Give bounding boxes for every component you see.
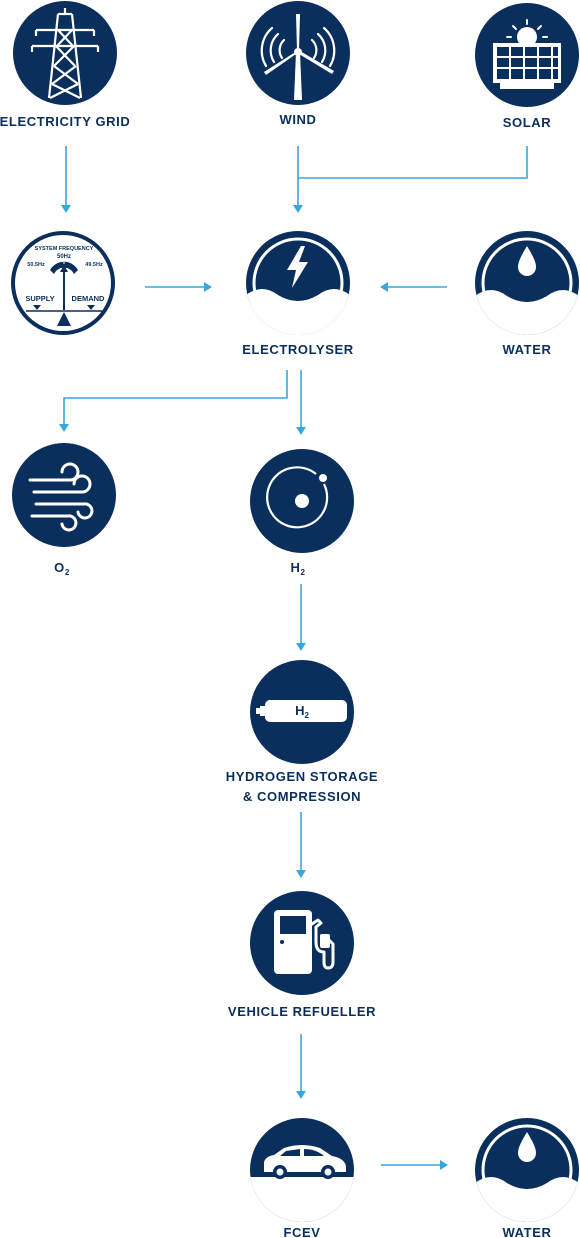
- arrowhead-frequency: [204, 282, 212, 292]
- water-drop-icon: [475, 237, 579, 335]
- node-water-in: WATER: [475, 231, 579, 357]
- label-electricity-grid: ELECTRICITY GRID: [0, 114, 130, 129]
- node-frequency: SYSTEM FREQUENCY 50Hz 50.5Hz 49.5Hz SUPP…: [11, 231, 115, 335]
- arrowhead-water: [380, 282, 388, 292]
- tank-label: H2: [295, 703, 309, 720]
- node-storage: H2 HYDROGEN STORAGE & COMPRESSION: [226, 660, 378, 804]
- arrowhead-grid: [61, 205, 71, 213]
- pylon-icon: [30, 8, 100, 99]
- frequency-gauge-icon: SYSTEM FREQUENCY 50Hz 50.5Hz 49.5Hz SUPP…: [25, 246, 105, 326]
- label-water-out: WATER: [503, 1225, 552, 1238]
- node-solar: SOLAR: [475, 3, 579, 130]
- arrowhead-water-out: [440, 1160, 448, 1170]
- air-gust-icon: [28, 462, 94, 532]
- arrowhead-wind: [293, 205, 303, 213]
- gas-cylinder-icon: H2: [256, 700, 347, 722]
- frequency-demand: DEMAND: [72, 294, 105, 303]
- fuel-pump-icon: [274, 910, 335, 974]
- node-electrolyser: ELECTROLYSER: [242, 231, 353, 357]
- label-electrolyser: ELECTROLYSER: [242, 342, 353, 357]
- label-storage-line1: HYDROGEN STORAGE: [226, 769, 378, 784]
- arrowhead-fcev: [296, 1091, 306, 1099]
- wind-turbine-icon: [260, 14, 336, 100]
- arrow-electrolyser-to-oxygen: [63, 370, 288, 425]
- connectors: [59, 146, 528, 1170]
- label-refueller: VEHICLE REFUELLER: [228, 1004, 376, 1019]
- arrowhead-refueller: [296, 870, 306, 878]
- node-oxygen: O2: [12, 443, 116, 577]
- arrowhead-storage: [296, 643, 306, 651]
- label-oxygen: O2: [54, 560, 70, 577]
- arrow-solar-to-electrolyser: [298, 146, 528, 179]
- label-wind: WIND: [279, 112, 316, 127]
- label-storage-line2: & COMPRESSION: [243, 789, 361, 804]
- frequency-title: SYSTEM FREQUENCY: [35, 246, 94, 252]
- label-water-in: WATER: [503, 342, 552, 357]
- label-solar: SOLAR: [503, 115, 552, 130]
- node-wind: WIND: [246, 1, 350, 127]
- arrowhead-oxygen: [59, 424, 69, 432]
- node-hydrogen: H2: [250, 449, 354, 577]
- water-drop: [518, 1132, 536, 1162]
- frequency-supply: SUPPLY: [25, 294, 54, 303]
- node-refueller: VEHICLE REFUELLER: [228, 891, 376, 1019]
- arrowhead-hydrogen: [296, 427, 306, 435]
- lightning-bolt: [287, 246, 308, 288]
- label-fcev: FCEV: [283, 1225, 320, 1238]
- node-fcev: FCEV: [250, 1118, 354, 1238]
- frequency-left: 50.5Hz: [27, 262, 45, 268]
- node-water-out: WATER: [475, 1118, 579, 1238]
- frequency-right: 49.5Hz: [85, 262, 103, 268]
- frequency-center: 50Hz: [57, 254, 71, 260]
- solar-panel-icon: [493, 19, 561, 89]
- water-drop-icon: [475, 1124, 579, 1222]
- label-hydrogen: H2: [290, 560, 305, 577]
- water-drop: [518, 246, 536, 276]
- hydrogen-atom-icon: [266, 466, 329, 529]
- node-electricity-grid: ELECTRICITY GRID: [0, 1, 130, 129]
